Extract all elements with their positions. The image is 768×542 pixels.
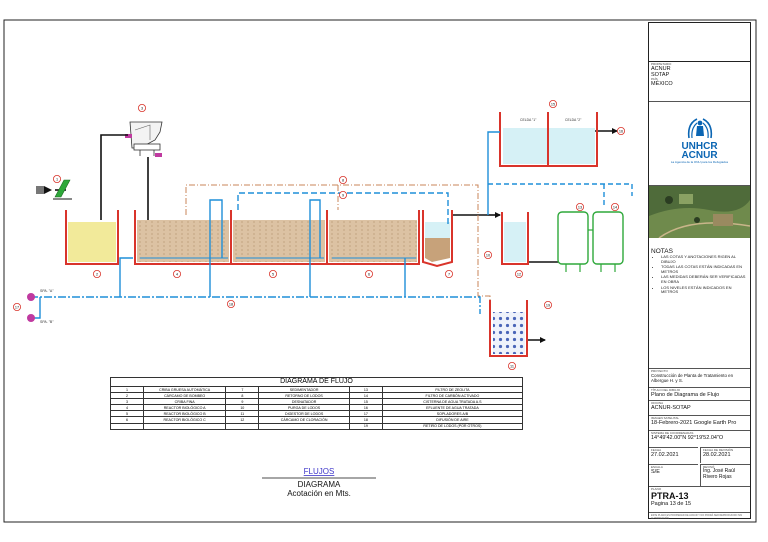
note-item: LOS NIVELES ESTÁN INDICADOS EN METROS xyxy=(661,285,748,295)
process-marker-3: 3 xyxy=(137,104,146,113)
legend-number xyxy=(225,422,260,430)
process-marker-label: 8 xyxy=(342,178,344,182)
flujos-title: FLUJOS xyxy=(304,467,335,476)
coarse-screen xyxy=(36,179,72,200)
process-marker-label: 17 xyxy=(15,305,19,309)
process-marker-17: 17 xyxy=(12,302,21,311)
process-marker-10: 10 xyxy=(483,250,492,259)
drawing-title-section: TÍTULO DEL DIBUJO Plano de Diagrama de F… xyxy=(649,387,750,401)
process-marker-label: 7 xyxy=(448,272,450,276)
note-item: TODAS LAS COTAS ESTÁN INDICADAS EN METRO… xyxy=(661,264,748,274)
legend-description xyxy=(258,422,350,430)
tank-4 xyxy=(134,210,232,265)
process-marker-4: 4 xyxy=(172,269,181,278)
process-marker-label: 12 xyxy=(517,272,521,276)
process-marker-label: 16 xyxy=(619,129,623,133)
satellite-image xyxy=(649,185,751,253)
process-marker-8: 8 xyxy=(338,175,347,184)
process-marker-label: 5 xyxy=(272,272,274,276)
process-marker-19: 19 xyxy=(544,300,553,309)
title-block: PROPIETARIO ACNUR SOTAP PAÍS MÉXICO UNHC… xyxy=(648,22,751,520)
project-section: PROYECTO Construcción de Planta de Trata… xyxy=(649,368,750,394)
process-marker-label: 13 xyxy=(578,205,582,209)
author-section: OFICINA ACNUR-SOTAP xyxy=(649,400,750,414)
tank-2 xyxy=(65,210,119,265)
svg-text:SPA. "A": SPA. "A" xyxy=(40,289,54,293)
process-marker-13: 13 xyxy=(576,202,585,211)
process-marker-label: 9 xyxy=(342,193,344,197)
date-section: FECHA 27.02.2021 xyxy=(649,447,698,463)
satellite-map-icon xyxy=(649,186,751,239)
owner-section: PROPIETARIO ACNUR SOTAP PAÍS MÉXICO xyxy=(649,61,750,115)
cell-1-label: CELDA "1" xyxy=(520,118,537,122)
reviewer-section: REVISÓ Ing. José Raúl Rivero Rojas xyxy=(700,464,750,486)
legend-description: RETIRO DE LODOS (POR OTROS) xyxy=(381,422,524,430)
rev-date-section: FECHA DE REVISIÓN 28.02.2021 xyxy=(700,447,750,463)
tank-7-sedimenter xyxy=(422,210,453,268)
coords-section: SISTEMA DE COORDENADAS 14°49'42.00"N 92°… xyxy=(649,430,750,445)
scale-section: ESCALA S/E xyxy=(649,464,698,486)
process-marker-14: 14 xyxy=(611,202,620,211)
process-marker-label: 6 xyxy=(368,272,370,276)
note-item: LAS MEDIDAS DEBERÁN SER VERIFICADAS EN O… xyxy=(661,275,748,284)
fine-screen xyxy=(125,121,163,157)
process-marker-7: 7 xyxy=(444,269,453,278)
tank-12-chlorination xyxy=(501,212,529,265)
process-marker-16: 16 xyxy=(617,127,626,136)
unhcr-logo-icon xyxy=(687,117,712,138)
svg-text:SPA. "B": SPA. "B" xyxy=(40,320,54,324)
air-distribution-line xyxy=(30,199,481,319)
process-marker-label: 2 xyxy=(96,272,98,276)
tank-15-cisterna xyxy=(499,112,598,167)
notes-section: NOTAS LAS COTAS Y ANOTACIONES RIGEN AL D… xyxy=(649,247,750,367)
unhcr-logo-block: UNHCR ACNUR La Agencia de la ONU para lo… xyxy=(649,101,750,175)
sludge-return-line xyxy=(185,184,491,300)
process-marker-6: 6 xyxy=(364,269,373,278)
process-marker-label: 3 xyxy=(141,106,143,110)
process-marker-12: 12 xyxy=(515,269,524,278)
process-marker-11: 11 xyxy=(507,361,516,370)
tank-6 xyxy=(326,210,420,265)
process-marker-label: 18 xyxy=(229,302,233,306)
flow-arrows xyxy=(44,128,618,343)
legend-number: 19 xyxy=(348,422,383,430)
process-marker-label: 11 xyxy=(510,364,514,368)
process-marker-label: 1 xyxy=(56,177,58,181)
process-marker-label: 14 xyxy=(613,205,617,209)
notes-list: LAS COTAS Y ANOTACIONES RIGEN AL DIBUJOT… xyxy=(651,254,748,295)
notes-title: NOTAS xyxy=(651,248,673,255)
legend-number xyxy=(110,422,144,430)
source-section: IMAGEN SATELITAL 18-Febrero-2021 Google … xyxy=(649,415,750,429)
process-marker-label: 19 xyxy=(546,303,550,307)
cell-2-label: CELDA "2" xyxy=(565,118,582,122)
note-item: LAS COTAS Y ANOTACIONES RIGEN AL DIBUJO xyxy=(661,254,748,264)
process-marker-5: 5 xyxy=(268,269,277,278)
process-marker-2: 2 xyxy=(93,269,102,278)
process-marker-label: 10 xyxy=(486,253,490,257)
diagram-subtitle: DIAGRAMA xyxy=(298,480,341,489)
legend-title: DIAGRAMA DE FLUJO xyxy=(110,377,523,387)
process-marker-18: 18 xyxy=(226,299,235,308)
footer-note: ESTE PLANO ES PROPIEDAD DE ACNUR Y NO PO… xyxy=(649,512,750,520)
sheet-section: PLANO PTRA-13 Pagina 13 de 15 xyxy=(649,486,750,512)
process-marker-1: 1 xyxy=(53,174,62,183)
blowers: SPA. "A" SPA. "B" xyxy=(27,289,54,324)
filters-13-14 xyxy=(557,211,624,272)
process-marker-9: 9 xyxy=(338,190,347,199)
tank-11-digester xyxy=(489,300,528,357)
units-note: Acotación en Mts. xyxy=(287,489,351,498)
tank-5 xyxy=(230,210,328,265)
process-marker-15: 15 xyxy=(549,100,558,109)
process-marker-label: 15 xyxy=(551,102,555,106)
legend-description xyxy=(142,422,227,430)
sheet-border xyxy=(3,19,757,523)
process-marker-label: 4 xyxy=(176,272,178,276)
